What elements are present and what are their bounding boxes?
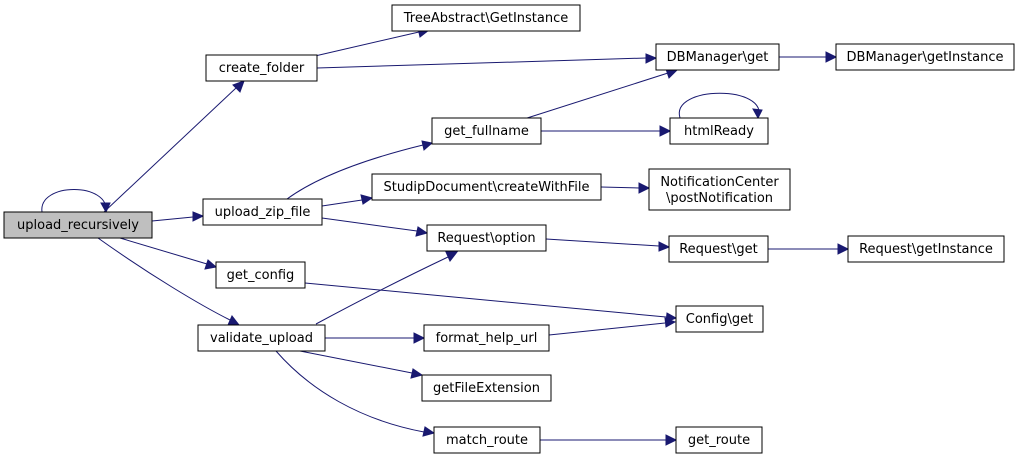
edge-validate-upload-to-format-help-url — [325, 332, 426, 344]
edge-upload-recursively-to-upload-zip-file — [151, 211, 205, 222]
edge-match-route-to-get-route — [540, 434, 678, 446]
node-label: Request\getInstance — [859, 242, 993, 257]
node-validate-upload[interactable]: validate_upload — [197, 324, 326, 352]
edge-get-fullname-to-html-ready — [541, 125, 672, 137]
node-label: upload_recursively — [17, 218, 139, 233]
node-label: Request\get — [679, 242, 758, 257]
node-label: format_help_url — [436, 331, 538, 346]
edge-request-get-to-get-instance — [768, 243, 850, 255]
node-create-folder[interactable]: create_folder — [205, 54, 318, 82]
node-request-option[interactable]: Request\option — [426, 224, 547, 252]
node-label-line2: \postNotification — [666, 191, 773, 206]
edge-upload-recursively-to-get-config — [119, 237, 218, 270]
node-label: DBManager\get — [667, 50, 769, 65]
edge-upload-zip-file-to-studip-document — [321, 194, 374, 207]
edge-validate-upload-to-request-option — [315, 251, 459, 325]
edge-create-folder-to-tree-abstract — [314, 27, 431, 57]
node-label: validate_upload — [210, 331, 313, 346]
node-get-file-extension[interactable]: getFileExtension — [421, 374, 552, 402]
node-config-get[interactable]: Config\get — [675, 305, 764, 333]
node-dbmanager-get[interactable]: DBManager\get — [655, 43, 780, 71]
node-format-help-url[interactable]: format_help_url — [423, 324, 550, 352]
node-upload-zip-file[interactable]: upload_zip_file — [202, 198, 323, 226]
edge-upload-zip-file-to-get-fullname — [286, 140, 434, 200]
edge-validate-upload-to-match-route — [275, 350, 436, 437]
node-label: StudipDocument\createWithFile — [384, 180, 590, 195]
node-request-get-instance[interactable]: Request\getInstance — [847, 235, 1005, 263]
node-dbmanager-get-instance[interactable]: DBManager\getInstance — [835, 43, 1015, 71]
edge-validate-upload-to-get-file-extension — [299, 350, 424, 379]
edge-upload-recursively-to-create-folder — [103, 80, 245, 213]
edge-get-fullname-to-dbmanager-get — [523, 68, 679, 120]
edge-get-config-to-config-get — [304, 282, 678, 323]
node-request-get[interactable]: Request\get — [668, 235, 769, 263]
edge-upload-recursively-self — [41, 189, 111, 214]
node-label: TreeAbstract\GetInstance — [403, 11, 569, 26]
edge-request-option-to-request-get — [545, 238, 671, 252]
node-label: get_config — [227, 268, 295, 283]
edge-dbmanager-get-to-get-instance — [779, 51, 838, 63]
node-label: get_route — [688, 433, 750, 448]
edge-upload-zip-file-to-request-option — [321, 217, 429, 237]
node-label: match_route — [446, 433, 528, 448]
node-studip-document-create-with-file[interactable]: StudipDocument\createWithFile — [371, 173, 602, 201]
node-label: getFileExtension — [433, 381, 540, 396]
node-label: get_fullname — [444, 124, 529, 139]
node-label: DBManager\getInstance — [847, 50, 1004, 65]
node-label: create_folder — [219, 61, 305, 76]
node-upload-recursively[interactable]: upload_recursively — [3, 211, 153, 239]
node-notification-center[interactable]: NotificationCenter \postNotification — [648, 168, 791, 211]
edge-studip-document-to-notification-center — [600, 182, 651, 194]
edge-html-ready-self — [678, 92, 763, 120]
node-label: Config\get — [686, 312, 753, 327]
node-label: htmlReady — [684, 124, 754, 139]
edge-format-help-url-to-config-get — [548, 317, 677, 336]
node-tree-abstract-get-instance[interactable]: TreeAbstract\GetInstance — [391, 4, 581, 32]
node-label: Request\option — [437, 231, 535, 246]
node-get-route[interactable]: get_route — [675, 426, 763, 454]
node-get-fullname[interactable]: get_fullname — [431, 117, 542, 145]
node-label-line1: NotificationCenter — [660, 175, 779, 190]
node-label: upload_zip_file — [215, 205, 311, 220]
node-html-ready[interactable]: htmlReady — [669, 117, 769, 145]
edge-create-folder-to-dbmanager-get — [316, 53, 658, 69]
node-match-route[interactable]: match_route — [433, 426, 541, 454]
node-get-config[interactable]: get_config — [215, 261, 306, 289]
